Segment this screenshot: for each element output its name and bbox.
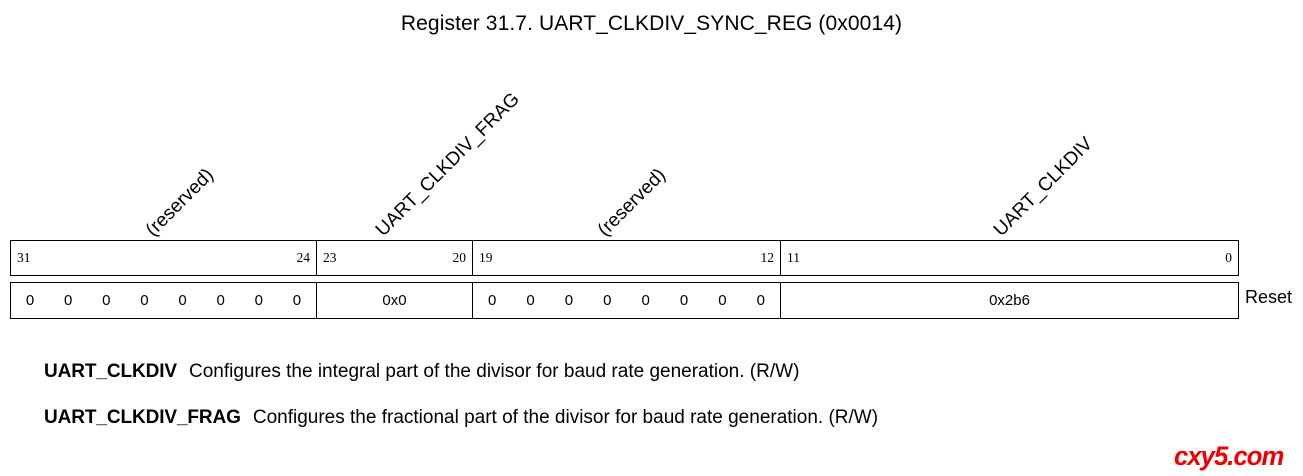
bit-high-label: 31 [17, 250, 31, 266]
field-label-reserved-31-24: (reserved) [141, 164, 218, 241]
reset-value-row: 0 0 0 0 0 0 0 0 0x0 0 0 0 0 0 0 0 0 [10, 282, 1239, 319]
bit-value: 0 [140, 292, 149, 309]
bit-low-label: 24 [296, 250, 311, 266]
bit-value: 0 [64, 292, 73, 309]
reset-value: 0x2b6 [989, 292, 1030, 309]
bit-value: 0 [718, 292, 727, 309]
reset-value-cell-reserved-31-24: 0 0 0 0 0 0 0 0 [11, 283, 317, 318]
field-label-uart-clkdiv-frag: UART_CLKDIV_FRAG [371, 88, 524, 241]
bit-value: 0 [178, 292, 187, 309]
register-diagram: 31 24 23 20 19 12 11 0 0 0 0 0 0 0 0 [10, 240, 1239, 319]
reset-caption: Reset [1245, 287, 1293, 307]
bit-high-label: 11 [787, 250, 800, 266]
bit-value: 0 [641, 292, 650, 309]
bit-value: 0 [603, 292, 612, 309]
bit-high-label: 23 [323, 250, 337, 266]
bit-low-label: 12 [760, 250, 775, 266]
bit-range-cell-reserved-31-24: 31 24 [11, 241, 317, 275]
bit-value: 0 [526, 292, 535, 309]
bit-number-row: 31 24 23 20 19 12 11 0 [10, 240, 1239, 276]
bit-value: 0 [679, 292, 689, 309]
bit-low-label: 0 [1225, 250, 1232, 266]
reset-value-cell-uart-clkdiv: 0x2b6 [781, 283, 1238, 318]
field-label-uart-clkdiv: UART_CLKDIV [989, 133, 1098, 241]
reset-value-cell-uart-clkdiv-frag: 0x0 [317, 283, 473, 318]
bit-range-cell-uart-clkdiv: 11 0 [781, 241, 1238, 275]
bit-value: 0 [292, 292, 302, 309]
bit-range-cell-uart-clkdiv-frag: 23 20 [317, 241, 473, 275]
field-label-reserved-19-12: (reserved) [593, 164, 670, 241]
bit-value: 0 [25, 292, 35, 309]
field-description-name: UART_CLKDIV [44, 361, 177, 382]
bit-value: 0 [254, 292, 263, 309]
bit-value: 0 [102, 292, 111, 309]
bit-range-cell-reserved-19-12: 19 12 [473, 241, 781, 275]
bit-low-label: 20 [452, 250, 467, 266]
reset-value: 0x0 [382, 292, 407, 309]
bit-value-group: 0 0 0 0 0 0 0 0 [473, 283, 780, 318]
field-description-name: UART_CLKDIV_FRAG [44, 407, 241, 428]
field-description-uart-clkdiv: UART_CLKDIV Configures the integral part … [44, 362, 1284, 381]
bit-value-group: 0 0 0 0 0 0 0 0 [11, 283, 316, 318]
field-label-layer: (reserved) UART_CLKDIV_FRAG (reserved) U… [141, 88, 1098, 241]
page-title: Register 31.7. UART_CLKDIV_SYNC_REG (0x0… [400, 12, 903, 35]
field-description-text: Configures the fractional part of the di… [252, 407, 879, 428]
field-description-text: Configures the integral part of the divi… [188, 361, 800, 382]
bit-value: 0 [488, 292, 497, 309]
watermark: cxy5.com [1174, 441, 1284, 471]
field-description-uart-clkdiv-frag: UART_CLKDIV_FRAG Configures the fractiona… [44, 408, 1284, 427]
bit-value: 0 [564, 292, 574, 309]
bit-value: 0 [756, 292, 765, 309]
field-description-list: UART_CLKDIV Configures the integral part … [44, 362, 1284, 454]
bit-high-label: 19 [479, 250, 493, 266]
reset-value-cell-reserved-19-12: 0 0 0 0 0 0 0 0 [473, 283, 781, 318]
bit-value: 0 [216, 292, 225, 309]
